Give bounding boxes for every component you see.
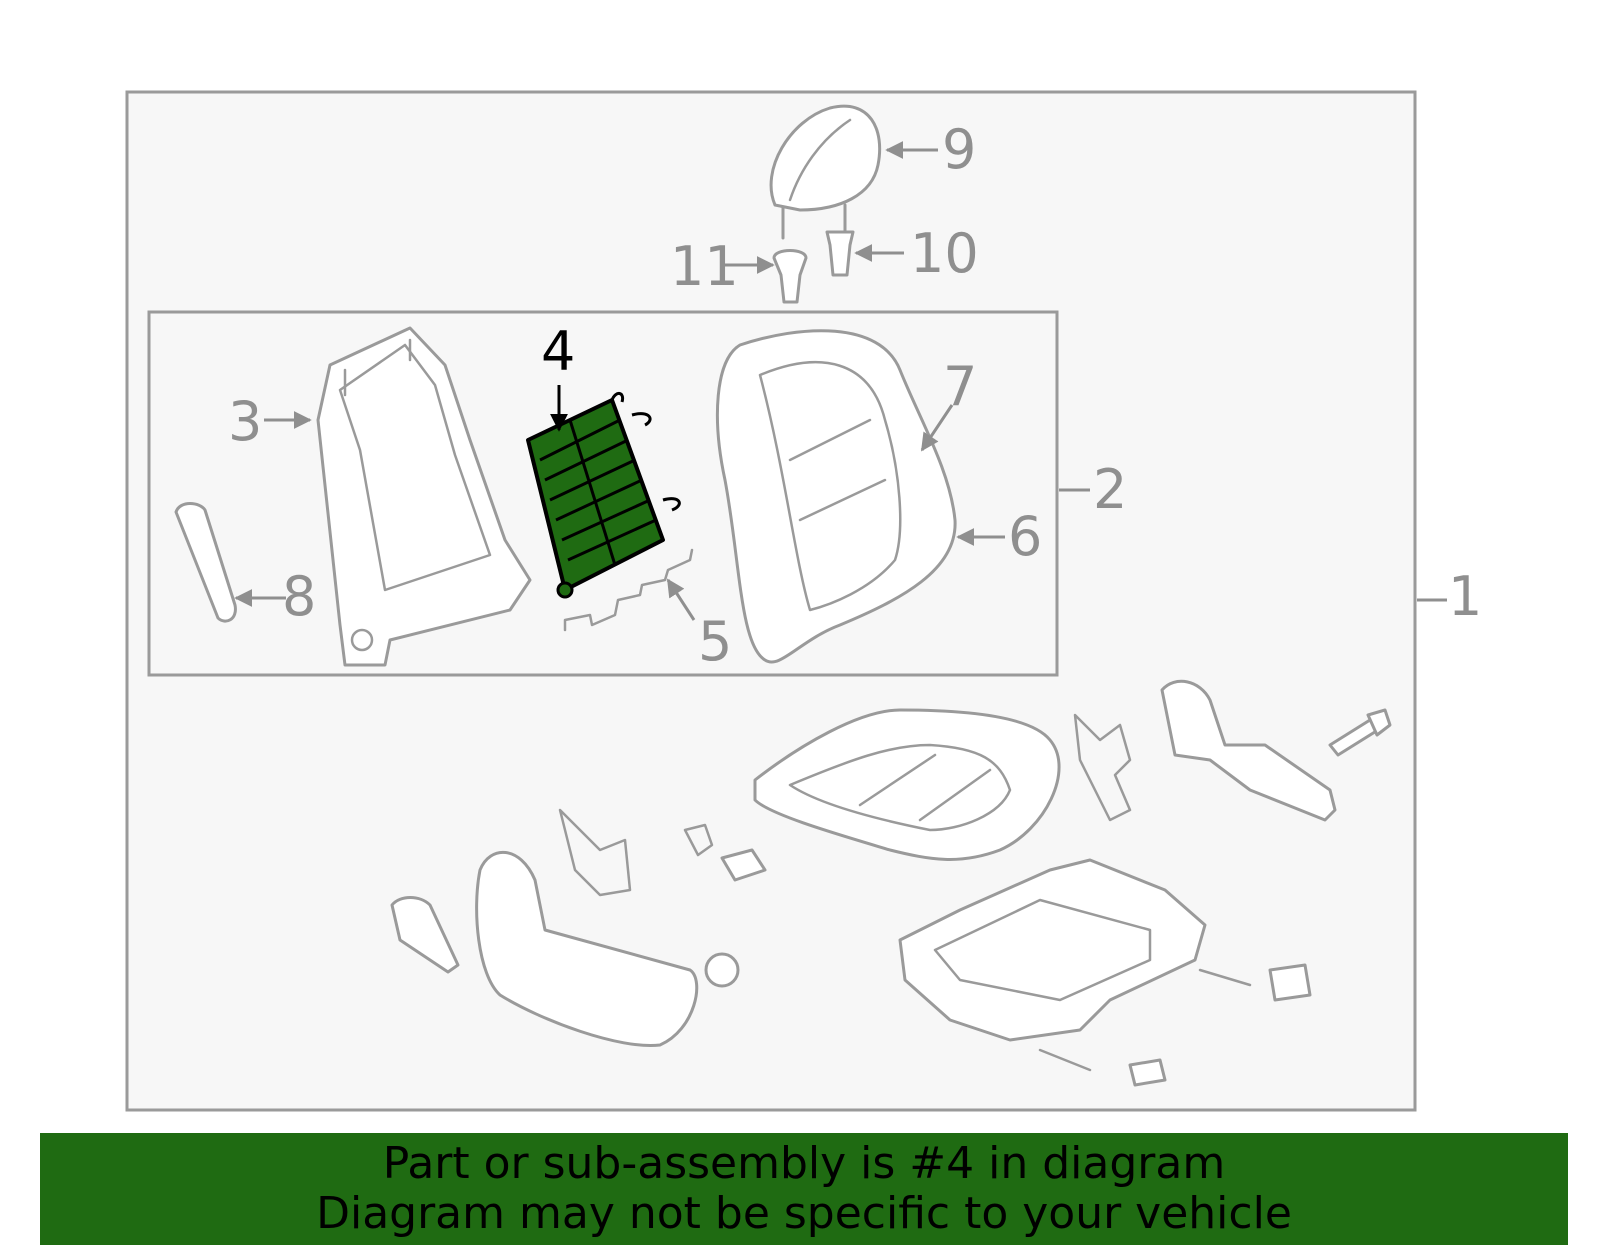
callout-11: 11 — [670, 235, 739, 298]
callout-4: 4 — [541, 320, 575, 383]
callout-8: 8 — [282, 565, 316, 628]
seatback-pad — [715, 329, 957, 664]
seatback-support-panel — [526, 392, 681, 599]
callout-3: 3 — [228, 390, 262, 453]
callout-1: 1 — [1448, 565, 1482, 628]
banner-line-part-number: Part or sub-assembly is #4 in diagram — [382, 1138, 1226, 1189]
info-banner: Part or sub-assembly is #4 in diagram Di… — [40, 1133, 1568, 1245]
callout-2: 2 — [1093, 458, 1127, 521]
side-shield — [475, 851, 699, 1048]
bracket — [558, 808, 632, 897]
callout-7: 7 — [943, 355, 977, 418]
support-wire — [563, 548, 694, 632]
headrest-guide-lock — [772, 249, 808, 304]
seat-cushion — [753, 708, 1061, 861]
recliner-cover — [1160, 679, 1337, 822]
recliner-bracket — [1073, 713, 1132, 822]
small-cover — [1128, 963, 1312, 1087]
headrest-guide — [825, 230, 855, 277]
callout-6: 6 — [1008, 505, 1042, 568]
seatback-frame — [316, 326, 532, 667]
callout-10: 10 — [910, 222, 979, 285]
callout-5: 5 — [698, 610, 732, 673]
headrest — [769, 104, 882, 240]
bolt — [1328, 708, 1392, 757]
seat-track-frame — [898, 858, 1252, 1072]
clip — [683, 823, 767, 988]
callout-9: 9 — [942, 118, 976, 181]
side-shield-cover — [390, 896, 460, 974]
banner-line-disclaimer: Diagram may not be specific to your vehi… — [316, 1188, 1292, 1239]
